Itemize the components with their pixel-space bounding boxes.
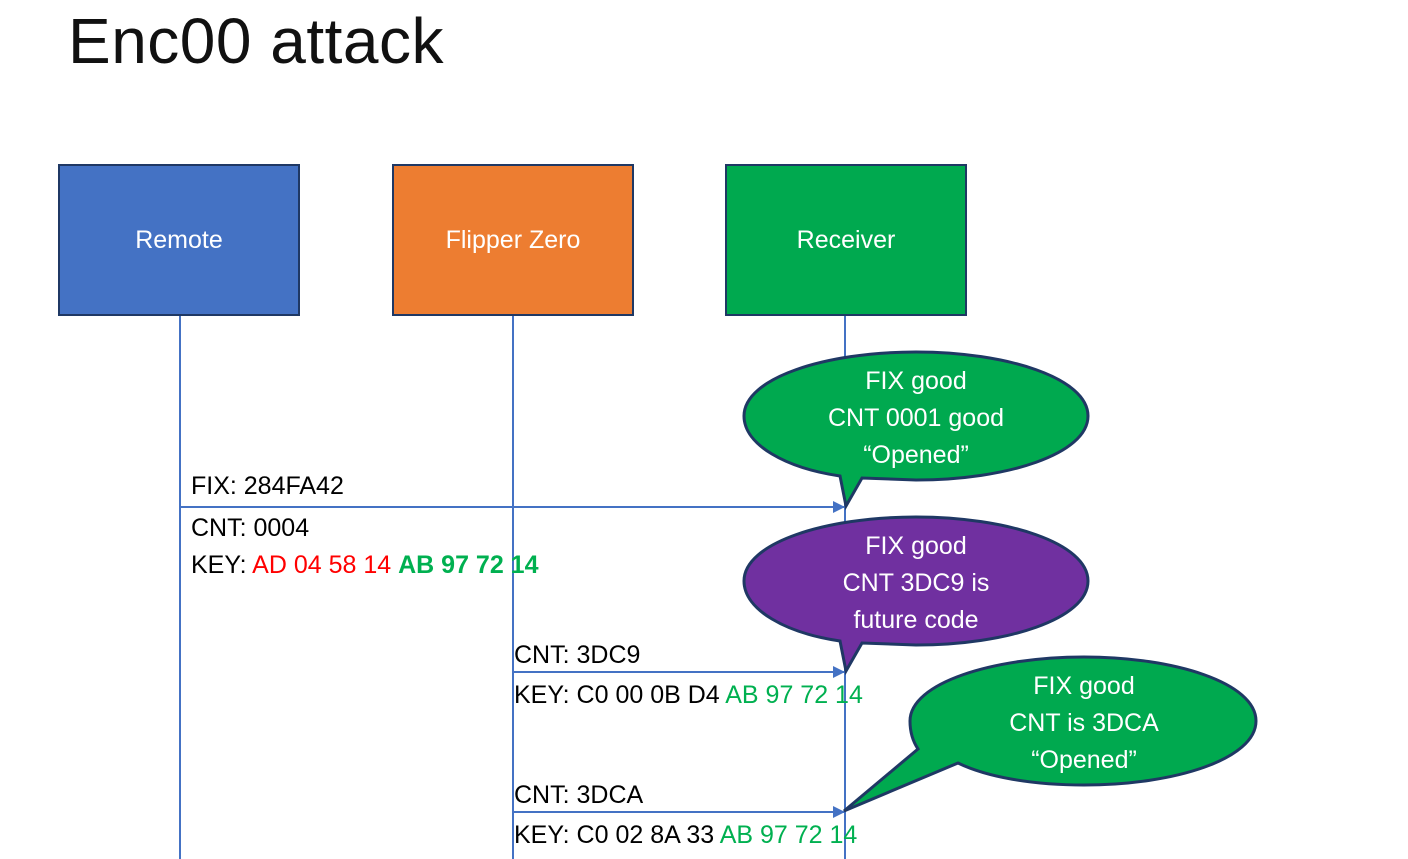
callout-bubble-shape-3 — [843, 655, 1258, 813]
callout-receiver-future-code: FIX good CNT 3DC9 is future code — [742, 515, 1090, 676]
message-3-key-label: KEY: C0 02 8A 33 — [514, 821, 720, 849]
message-1-key-rolling-part: AD 04 58 14 — [252, 551, 392, 579]
message-2-key-fixed-part: AB 97 72 14 — [725, 681, 863, 709]
callout-receiver-accepts-original: FIX good CNT 0001 good “Opened” — [742, 350, 1090, 511]
callout-bubble-shape-2 — [742, 515, 1090, 676]
message-arrow-flipper-to-receiver-1 — [513, 666, 845, 678]
message-2-key-line: KEY: C0 00 0B D4 AB 97 72 14 — [514, 678, 863, 713]
message-arrow-flipper-to-receiver-2 — [513, 806, 845, 818]
actor-box-remote[interactable]: Remote — [58, 164, 300, 316]
message-3-cnt-line: CNT: 3DCA — [514, 781, 644, 809]
actor-label-flipper-zero: Flipper Zero — [445, 226, 581, 254]
message-1-key-fixed-part: AB 97 72 14 — [398, 551, 539, 579]
actor-label-remote: Remote — [135, 226, 223, 254]
message-2-key-label: KEY: C0 00 0B D4 — [514, 681, 726, 709]
lifeline-flipper-zero — [512, 316, 514, 859]
message-1-fix-line: FIX: 284FA42 — [191, 472, 344, 500]
lifeline-remote — [179, 316, 181, 859]
actor-box-receiver[interactable]: Receiver — [725, 164, 967, 316]
page-title: Enc00 attack — [68, 5, 444, 77]
message-1-cnt-line: CNT: 0004 — [191, 514, 310, 542]
callout-receiver-accepts-resync: FIX good CNT is 3DCA “Opened” — [842, 655, 1264, 815]
message-1-key-line: KEY: AD 04 58 14 AB 97 72 14 — [191, 548, 539, 583]
callout-bubble-shape-1 — [742, 350, 1090, 511]
message-1-key-label: KEY: — [191, 551, 253, 579]
message-2-cnt-line: CNT: 3DC9 — [514, 641, 641, 669]
actor-label-receiver: Receiver — [796, 226, 896, 254]
message-3-key-line: KEY: C0 02 8A 33 AB 97 72 14 — [514, 818, 857, 853]
actor-box-flipper-zero[interactable]: Flipper Zero — [392, 164, 634, 316]
message-arrow-remote-to-receiver — [180, 501, 845, 513]
message-3-key-fixed-part: AB 97 72 14 — [719, 821, 858, 849]
